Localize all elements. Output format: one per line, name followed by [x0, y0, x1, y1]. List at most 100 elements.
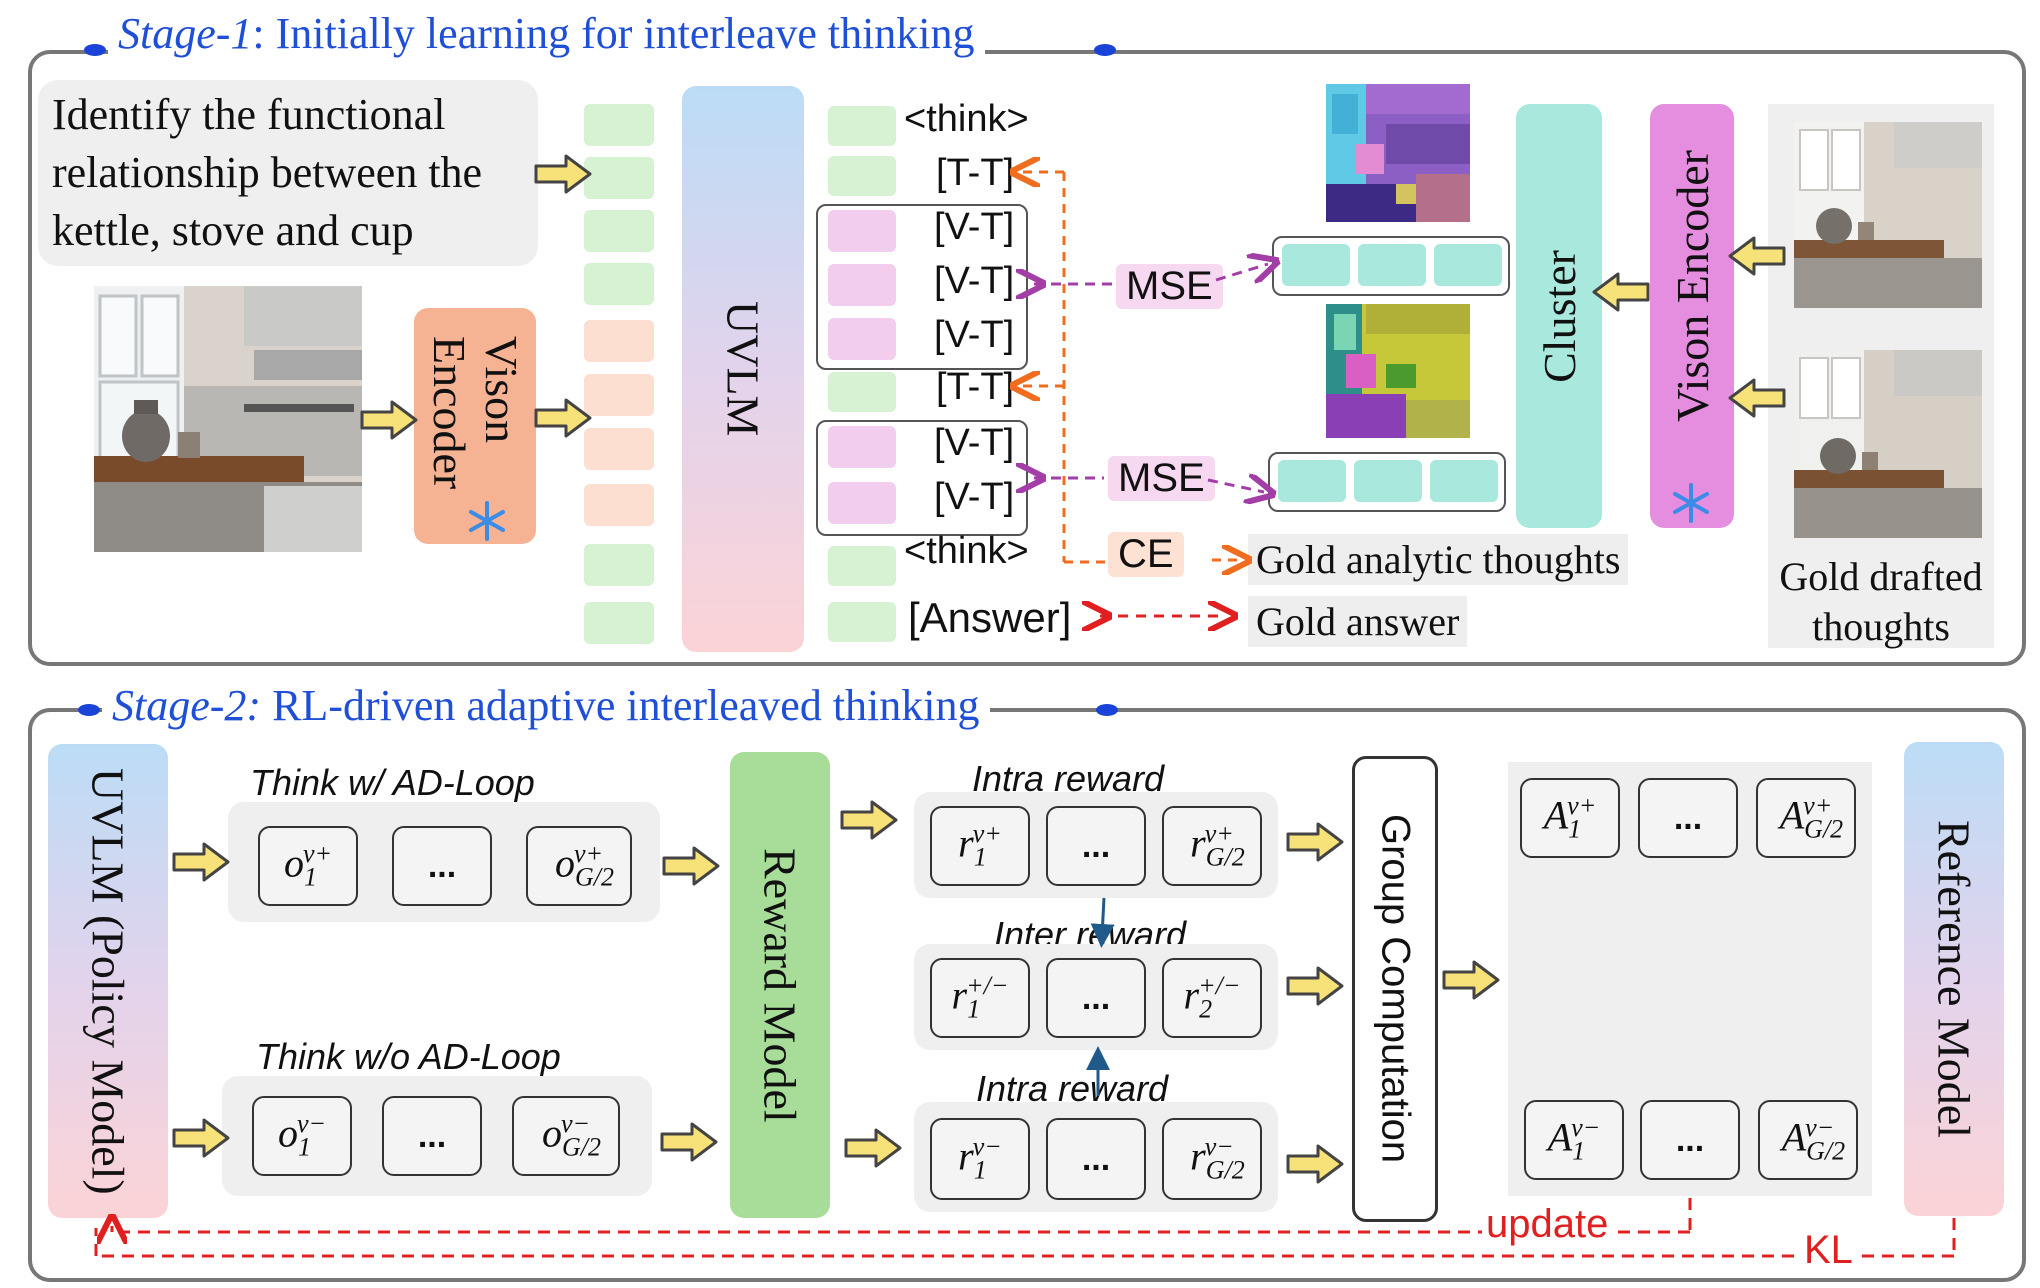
inter-reward-arrow — [1086, 897, 1115, 1096]
token-label: [T-T] — [936, 152, 1015, 194]
group-computation-label: Group Computation — [1373, 814, 1418, 1164]
cluster-token — [1354, 460, 1422, 502]
output-token — [828, 546, 896, 586]
token-label: <think> — [904, 530, 1029, 572]
cell-symbol: A — [1543, 792, 1569, 838]
cell-sup: v+ — [972, 819, 1002, 849]
segmentation-map — [1326, 304, 1470, 438]
input-token — [584, 210, 654, 252]
reward-cell: r1v+ — [930, 806, 1030, 886]
output-token — [828, 106, 896, 146]
cluster-token — [1282, 244, 1350, 286]
reward-cell: r2+/− — [1162, 958, 1262, 1038]
group-computation: Group Computation — [1352, 756, 1438, 1222]
cell-sup: v+ — [1803, 791, 1833, 821]
token-label: [Answer] — [908, 594, 1072, 641]
input-token — [584, 104, 654, 146]
stage1-title-dot-right — [1094, 44, 1116, 56]
reward-cell-ellipsis: ... — [1046, 806, 1146, 886]
rollout-cell-ellipsis: ... — [382, 1096, 482, 1176]
cell-sub: G/2 — [561, 1132, 601, 1162]
gold-analytic-box: Gold analytic thoughts — [1248, 534, 1629, 585]
cell-symbol: r — [958, 820, 974, 866]
advantage-cell: AG/2v+ — [1756, 778, 1856, 858]
cell-sup: v− — [560, 1109, 591, 1139]
cell-symbol: r — [958, 1133, 974, 1179]
cell-sup: v+ — [1567, 791, 1597, 821]
cell-symbol: A — [1547, 1114, 1573, 1160]
output-token — [828, 372, 896, 412]
cell-sup: v− — [1805, 1113, 1835, 1143]
input-token — [584, 602, 654, 644]
kitchen-photo — [1794, 350, 1982, 538]
snowflake-icon — [1670, 482, 1712, 529]
cell-symbol: r — [951, 972, 968, 1018]
gold-answer-box: Gold answer — [1248, 596, 1468, 647]
stage2-title-em: Stage-2: — [112, 681, 262, 730]
cell-sub: G/2 — [1205, 842, 1245, 872]
output-token — [828, 156, 896, 196]
cell-symbol: o — [554, 840, 575, 886]
token-label: [V-T] — [934, 476, 1015, 518]
update-label: update — [1482, 1202, 1613, 1247]
ce-arrow — [1022, 172, 1240, 562]
cell-sup: v− — [1571, 1113, 1601, 1143]
cell-symbol: r — [1190, 820, 1206, 866]
arrow-icon — [172, 800, 1500, 1184]
output-token — [828, 482, 896, 524]
reward-cell: r1+/− — [930, 958, 1030, 1038]
reward-model: Reward Model — [730, 752, 830, 1218]
stage2-title-dot-left — [78, 704, 100, 716]
ce-loss: CE — [1108, 532, 1184, 577]
image-token — [584, 374, 654, 416]
uvlm-stage1-label: UVLM — [717, 301, 769, 437]
cell-sub: G/2 — [574, 862, 614, 892]
question-box: Identify the functional relationship bet… — [38, 80, 538, 266]
cluster-token — [1278, 460, 1346, 502]
input-token — [584, 544, 654, 586]
mse-arrow — [1034, 264, 1268, 492]
cell-sup: v+ — [1204, 819, 1234, 849]
cell-sub: 1 — [1568, 814, 1582, 844]
image-token — [584, 320, 654, 362]
cell-sup: v− — [296, 1109, 327, 1139]
rollout-cell-ellipsis: ... — [392, 826, 492, 906]
kl-label: KL — [1800, 1228, 1857, 1273]
stage2-title-rest: RL-driven adaptive interleaved thinking — [261, 681, 980, 730]
policy-model-label: UVLM (Policy Model) — [82, 767, 134, 1195]
rollout-cell: o1v+ — [258, 826, 358, 906]
cell-sub: G/2 — [1806, 1136, 1846, 1166]
cell-symbol: o — [283, 840, 304, 886]
kl-loop — [94, 1218, 1956, 1258]
uvlm-stage1: UVLM — [682, 86, 804, 652]
policy-model: UVLM (Policy Model) — [48, 744, 168, 1218]
gold-drafted-label: Gold drafted thoughts — [1779, 554, 1983, 649]
output-token — [828, 318, 896, 360]
cluster-token — [1358, 244, 1426, 286]
cell-sub: G/2 — [1205, 1155, 1245, 1185]
token-label: [V-T] — [934, 260, 1015, 302]
cell-symbol: r — [1190, 1133, 1206, 1179]
stage1-title: Stage-1: Initially learning for interlea… — [108, 8, 985, 59]
cell-symbol: o — [541, 1110, 562, 1156]
reward-cell-ellipsis: ... — [1046, 1118, 1146, 1200]
input-token — [584, 263, 654, 305]
advantage-cell-ellipsis: ... — [1638, 778, 1738, 858]
arrow-icon — [360, 154, 1786, 440]
reward-model-label: Reward Model — [754, 847, 806, 1123]
advantage-cell: A1v+ — [1520, 778, 1620, 858]
stage2-title: Stage-2: RL-driven adaptive interleaved … — [102, 680, 990, 731]
output-token — [828, 264, 896, 306]
advantage-cell-ellipsis: ... — [1640, 1100, 1740, 1180]
reference-model-label: Reference Model — [1928, 819, 1980, 1138]
stage2-title-dot-right — [1096, 704, 1118, 716]
vision-encoder-left-label: Vison Encoder — [424, 336, 527, 490]
cell-sub: 1 — [1572, 1136, 1586, 1166]
mse-loss-1: MSE — [1116, 264, 1223, 309]
reward-cell: rG/2v+ — [1162, 806, 1262, 886]
rollout-cell: oG/2v− — [512, 1096, 620, 1176]
cell-sup: +/− — [966, 971, 1009, 1001]
reward-cell: rG/2v− — [1162, 1118, 1262, 1200]
cell-symbol: r — [1183, 972, 1200, 1018]
